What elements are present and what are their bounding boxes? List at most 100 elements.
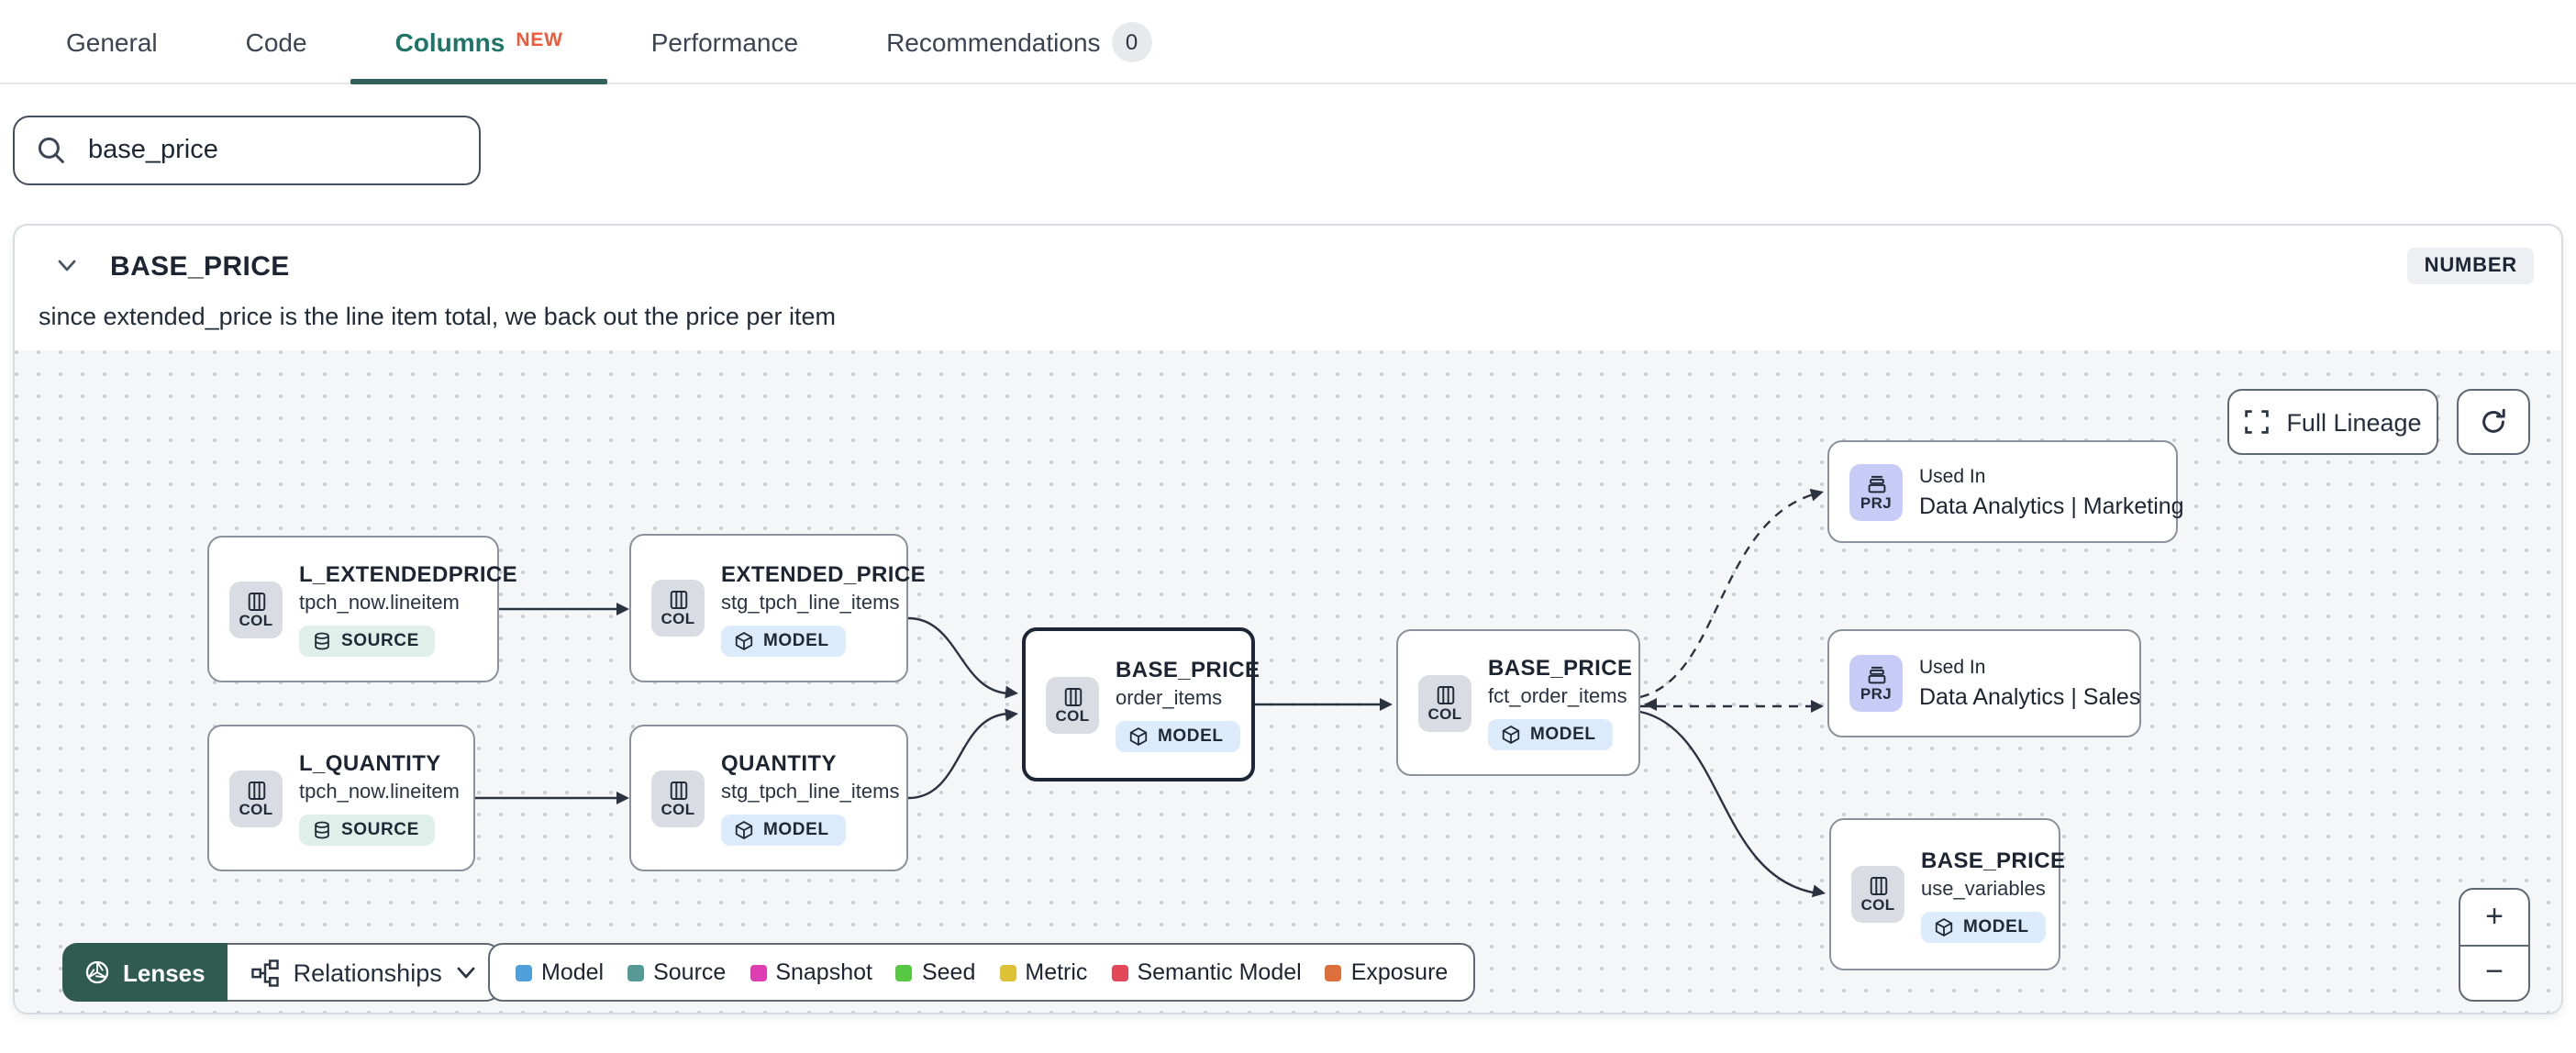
node-title: L_EXTENDEDPRICE [299,561,518,587]
metric-swatch [999,964,1016,981]
cube-icon [735,631,753,649]
node-title: EXTENDED_PRICE [721,560,926,586]
node-subtitle: use_variables [1921,878,2046,900]
column-search [13,116,481,185]
search-icon [38,137,64,163]
legend-item-snapshot: Snapshot [749,959,872,985]
chevron-down-icon[interactable] [57,259,77,273]
column-chip: COL [651,580,705,637]
node-subtitle: order_items [1116,688,1223,710]
column-chip: COL [229,581,283,637]
columns-icon [669,781,687,799]
column-card-header: BASE_PRICE NUMBER [15,226,2561,284]
node-title: Used In [1919,657,1986,679]
node-title: BASE_PRICE [1921,847,2066,872]
legend-item-model: Model [516,959,604,985]
relationships-icon [250,959,279,986]
lineage-node-quantity[interactable]: COL QUANTITY stg_tpch_line_items MODEL [629,725,908,871]
chevron-down-icon [457,966,475,978]
node-subtitle: stg_tpch_line_items [721,781,900,804]
project-icon [1867,666,1885,684]
cube-icon [1502,726,1520,744]
legend-item-semantic-model: Semantic Model [1111,959,1302,985]
lineage-canvas[interactable]: COL L_EXTENDEDPRICE tpch_now.lineitem SO… [15,350,2561,1013]
cube-icon [1129,727,1148,746]
lineage-node-used-in-sales[interactable]: PRJ Used In Data Analytics | Sales [1827,629,2141,737]
resource-badge: MODEL [721,625,846,656]
exposure-swatch [1325,964,1342,981]
resource-badge: MODEL [721,815,846,846]
lineage-node-base-price-fct-order-items[interactable]: COL BASE_PRICE fct_order_items MODEL [1396,629,1640,776]
zoom-in-button[interactable]: + [2485,898,2504,934]
lineage-node-base-price-order-items[interactable]: COL BASE_PRICE order_items MODEL [1022,627,1260,781]
tab-performance[interactable]: Performance [650,27,799,56]
legend-item-exposure: Exposure [1325,959,1448,985]
tab-recommendations[interactable]: Recommendations 0 [842,0,1195,83]
resource-badge: SOURCE [299,626,436,657]
columns-icon [247,781,265,799]
model-swatch [516,964,532,981]
lenses-button[interactable]: Lenses [62,943,228,1002]
column-chip: COL [1851,866,1904,923]
recommendations-count-badge: 0 [1111,21,1152,61]
full-lineage-button[interactable]: Full Lineage [2227,389,2438,455]
database-icon [315,632,329,650]
refresh-button[interactable] [2457,389,2530,455]
node-title: L_QUANTITY [299,750,441,776]
column-name: BASE_PRICE [110,250,290,282]
cube-icon [1935,917,1953,936]
search-input[interactable] [84,134,457,167]
relationships-dropdown[interactable]: Relationships [227,943,501,1002]
node-title: BASE_PRICE [1116,657,1260,682]
tab-columns[interactable]: Columns NEW [350,0,607,84]
lineage-node-extended-price[interactable]: COL EXTENDED_PRICE stg_tpch_line_items M… [629,534,926,682]
refresh-icon [2482,408,2505,433]
column-chip: COL [1046,676,1099,733]
columns-icon [1869,877,1887,895]
column-description: since extended_price is the line item to… [39,303,836,330]
tab-general[interactable]: General [66,27,158,56]
column-chip: COL [229,770,283,826]
node-title: Used In [1919,465,1986,487]
resource-badge: MODEL [1116,721,1240,752]
legend-item-seed: Seed [895,959,975,985]
column-card: BASE_PRICE NUMBER since extended_price i… [13,224,2563,1014]
columns-icon [1436,685,1454,704]
new-badge: NEW [516,29,563,51]
source-swatch [627,964,645,981]
tab-bar: General Code Columns NEW Performance Rec… [0,0,2576,84]
project-chip: PRJ [1849,463,1903,520]
legend-item-metric: Metric [999,959,1087,985]
legend-item-source: Source [627,959,726,985]
data-type-badge: NUMBER [2407,248,2534,284]
project-chip: PRJ [1849,655,1903,712]
node-title: BASE_PRICE [1488,655,1633,681]
lineage-node-base-price-use-variables[interactable]: COL BASE_PRICE use_variables MODEL [1829,818,2065,970]
snapshot-swatch [749,964,767,981]
node-subtitle: stg_tpch_line_items [721,592,900,614]
node-subtitle: tpch_now.lineitem [299,781,460,804]
tab-code[interactable]: Code [245,27,307,56]
cube-icon [735,821,753,839]
lenses-group: Lenses Relationships [62,943,501,1002]
column-chip: COL [651,770,705,826]
lineage-node-l-quantity[interactable]: COL L_QUANTITY tpch_now.lineitem SOURCE [207,725,475,871]
resource-badge: SOURCE [299,815,436,846]
resource-legend: Model Source Snapshot Seed Metric Semant… [488,943,1476,1002]
zoom-out-button[interactable]: − [2460,944,2528,1000]
project-icon [1867,474,1885,493]
columns-icon [247,592,265,610]
resource-badge: MODEL [1488,719,1613,750]
columns-icon [1063,687,1082,705]
node-subtitle: fct_order_items [1488,686,1627,708]
zoom-controls: + − [2459,888,2530,1002]
columns-icon [669,591,687,609]
column-chip: COL [1418,674,1471,731]
node-subtitle: Data Analytics | Marketing [1919,493,2184,518]
lineage-node-used-in-marketing[interactable]: PRJ Used In Data Analytics | Marketing [1827,440,2184,543]
database-icon [315,821,329,839]
semantic-model-swatch [1111,964,1128,981]
seed-swatch [895,964,913,981]
lineage-node-l-extendedprice[interactable]: COL L_EXTENDEDPRICE tpch_now.lineitem SO… [207,536,517,682]
